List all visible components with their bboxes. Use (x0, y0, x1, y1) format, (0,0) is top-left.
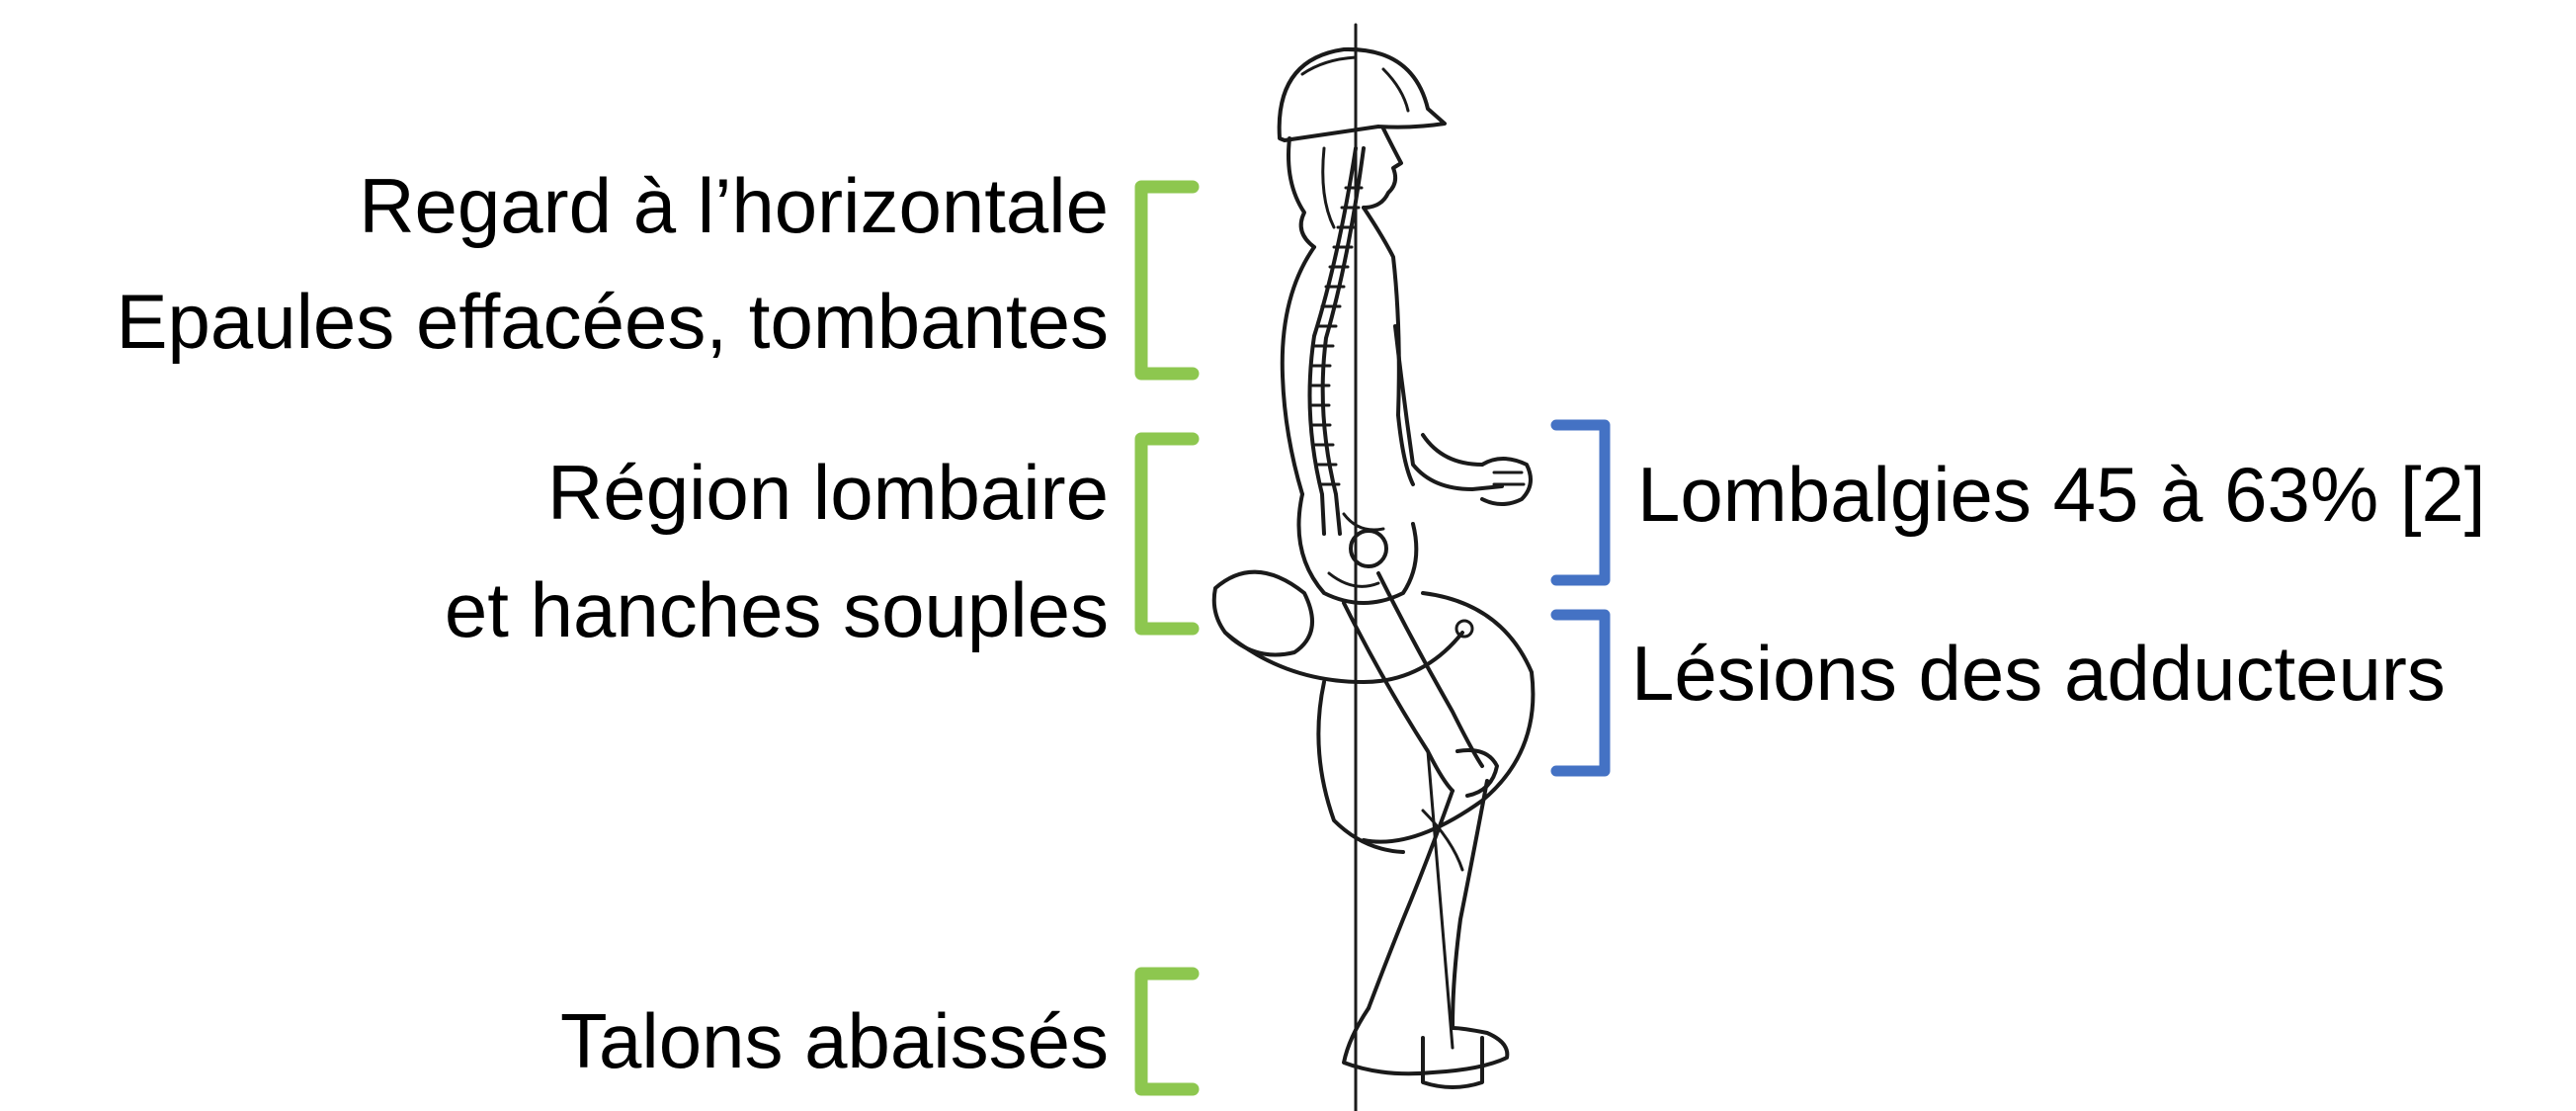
posture-brackets (1141, 187, 1193, 1089)
label-adductor-lesions: Lésions des adducteurs (1631, 630, 2446, 717)
rider-face (1364, 128, 1401, 208)
helmet-icon (1280, 49, 1445, 140)
bracket-heels (1141, 974, 1193, 1089)
label-supple-hips: et hanches souples (445, 566, 1109, 653)
bracket-adductor-lesions (1556, 615, 1605, 771)
label-low-back-pain: Lombalgies 45 à 63% [2] (1637, 451, 2486, 538)
label-shoulders: Epaules effacées, tombantes (116, 278, 1109, 365)
label-heels-down: Talons abaissés (560, 997, 1109, 1084)
injury-labels: Lombalgies 45 à 63% [2] Lésions des addu… (1631, 451, 2486, 717)
rider-hand (1482, 459, 1531, 504)
rider-thigh (1378, 573, 1482, 766)
saddle-icon (1214, 572, 1312, 655)
label-gaze-horizontal: Regard à l’horizontale (359, 162, 1109, 249)
label-lumbar-region: Région lombaire (547, 449, 1109, 536)
posture-labels: Regard à l’horizontale Epaules effacées,… (116, 162, 1109, 1084)
bracket-shoulders (1141, 262, 1193, 374)
bracket-low-back-pain (1556, 425, 1605, 580)
rider-arm (1395, 326, 1502, 489)
bracket-gaze (1141, 187, 1193, 262)
horse-rider-posture-illustration (1214, 25, 1534, 1111)
injury-brackets (1556, 425, 1605, 771)
bracket-lumbar-hips (1141, 439, 1193, 629)
